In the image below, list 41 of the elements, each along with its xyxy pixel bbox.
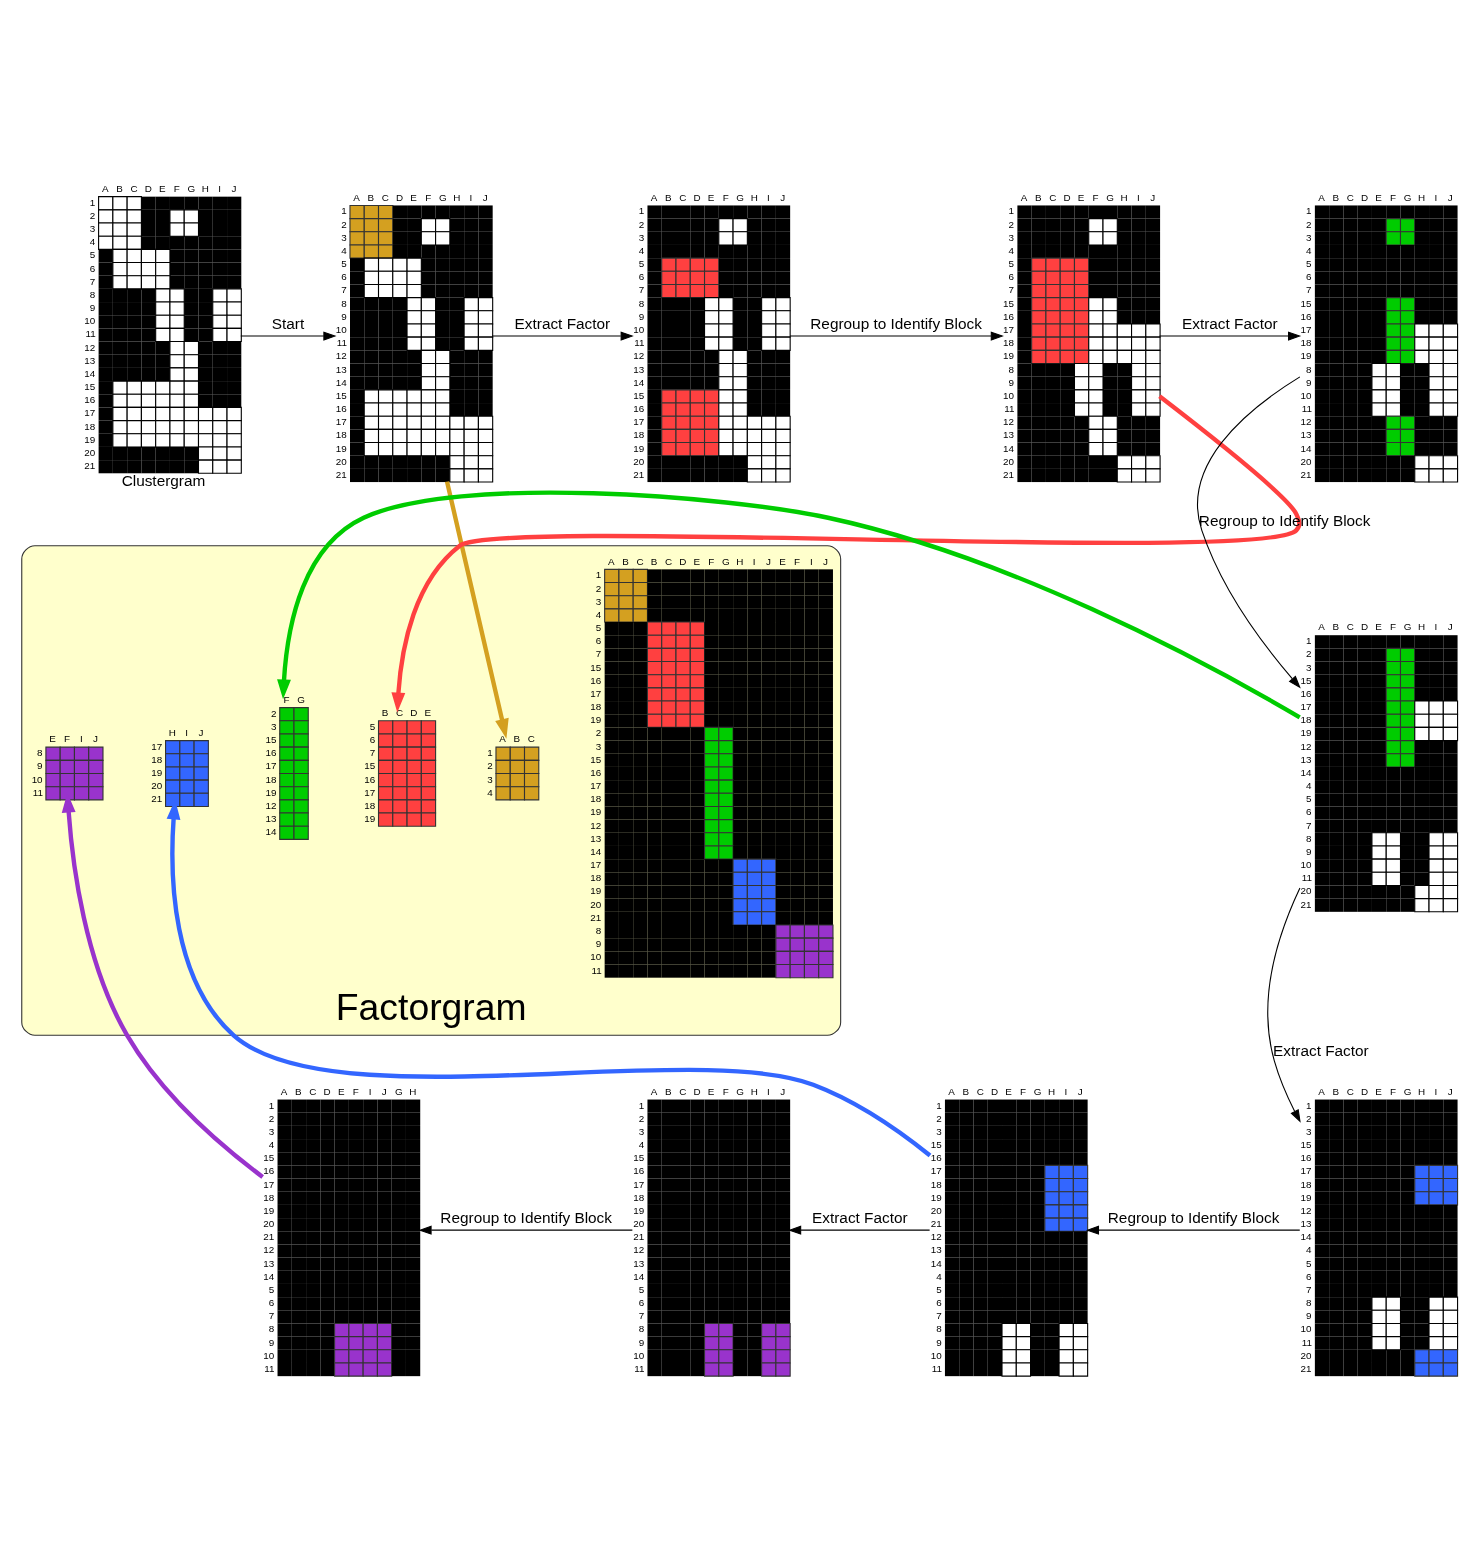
edge-label: Regroup to Identify Block	[440, 1208, 612, 1226]
node-label: 8 9 10 11	[31, 746, 43, 798]
node-label: A B C B C D E F G H I J E F I J	[607, 555, 829, 567]
node-label: 1 2 3 4 5 6 7 8 9 10 11 12 13 14 15 16 17 18 19 20 21	[633, 204, 645, 480]
node-label: 1 2 3 15 16 17 18 19 20 21 12 13 14 4 5 6 7 8 9 10 11	[930, 1099, 942, 1374]
node-label: 1 2 3 4	[487, 746, 493, 798]
node-label: 1 2 3 4 5 6 7 15 16 17 18 19 8 9 10 11 12 13 14 20 21	[1003, 204, 1015, 480]
node-label: 5 6 7 15 16 17 18 19	[364, 720, 376, 824]
node-label: A B C D E F G H I J	[650, 1085, 786, 1097]
node-label: 1 2 3 4 5 6 7 8 9 10 11 12 13 14 15 16 17 18 19 20 21	[84, 196, 96, 471]
node-label: E F I J	[49, 732, 99, 744]
edge-label: Extract Factor	[812, 1208, 908, 1226]
node-label: F G	[283, 693, 305, 705]
edge-label: Extract Factor	[1182, 314, 1278, 332]
node-label: A B C D E F G H I J	[650, 191, 786, 203]
node-label: 1 2 3 4 5 6 7 15 16 17 18 19 2 3 15 16 17 18 19 12 13 14 17 18 19 20 21 8 9 10 11	[590, 568, 602, 976]
edge-label: Start	[271, 314, 305, 332]
node-label: A B C	[499, 732, 535, 744]
edge-label: Regroup to Identify Block	[1107, 1208, 1280, 1226]
node-label: 1 2 3 15 16 17 18 19 12 13 14 4 5 6 7 8 9 10 11 20 21	[1300, 1099, 1312, 1374]
node-label: 1 2 3 4 15 16 17 18 19 20 21 12 13 14 5 6 7 8 9 10 11	[633, 1099, 645, 1374]
node-label: A B C D E F G H I J	[1020, 191, 1156, 203]
edge-label: Regroup to Identify Block	[810, 314, 982, 332]
node-label: A B C D E F G H I J	[948, 1085, 1083, 1097]
node-label: Clustergram	[121, 471, 206, 489]
edge-label: Extract Factor	[514, 314, 611, 332]
edge-label: Extract Factor	[1273, 1041, 1369, 1059]
node-label: B C D E	[381, 706, 432, 718]
node-label: A B C D E F G H I J	[1318, 620, 1453, 632]
node-label: A B C D E F I J G H	[280, 1085, 417, 1097]
node-label: 1 2 3 4 5 6 7 8 9 10 11 12 13 14 15 16 17 18 19 20 21	[335, 204, 348, 480]
node-label: 1 2 3 4 15 16 17 18 19 20 21 12 13 14 5 6 7 8 9 10 11	[263, 1099, 275, 1374]
node-label: 17 18 19 20 21	[151, 740, 163, 804]
node-label: A B C D E F G H I J	[1318, 1085, 1453, 1097]
node-label: 1 2 3 15 16 17 18 19 12 13 14 4 5 6 7 8 9 10 11 20 21	[1300, 634, 1312, 910]
node-label: A B C D E F G H I J	[101, 182, 237, 194]
node-label: A B C D E F G H I J	[353, 191, 488, 203]
node-label: 2 3 15 16 17 18 19 12 13 14	[265, 707, 277, 837]
node-label: H I J	[168, 726, 204, 738]
node-label: 1 2 3 4 5 6 7 15 16 17 18 19 8 9 10 11 12 13 14 20 21	[1300, 204, 1312, 480]
node-label: A B C D E F G H I J	[1318, 191, 1453, 203]
